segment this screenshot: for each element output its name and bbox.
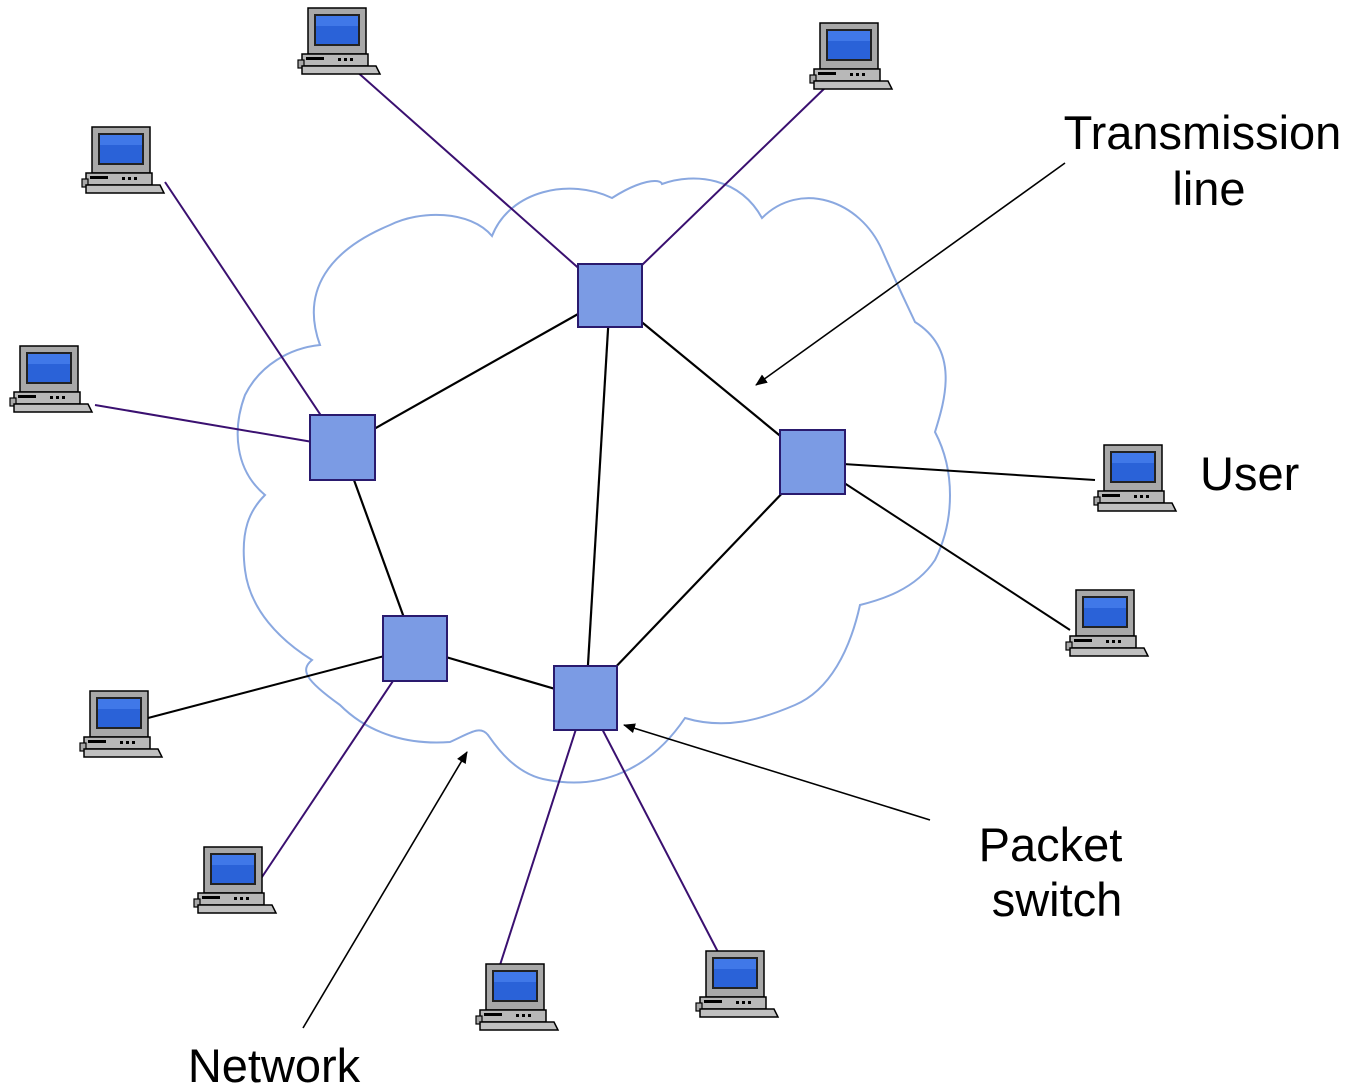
transmission-line-label: Transmission line [1064,106,1355,215]
user-computer-icon [193,846,277,914]
packet-switch-arrow [623,723,931,821]
user-computer-icon [1093,444,1177,512]
access-lines [94,69,1096,966]
callout-arrows [302,162,1066,1029]
transmission-line-arrow [755,162,1066,386]
network-label: Network [188,1039,361,1092]
user-computer-icon [809,22,893,90]
user-computer-icon [79,690,163,758]
switch-top [577,263,643,328]
user-computer-icon [81,126,165,194]
switch-bottom [553,665,618,731]
user-computer-icon [695,950,779,1018]
user-computer-icon [475,963,559,1031]
switch-bottom-left [382,615,448,682]
switch-left [309,414,376,481]
packet-switch-label: Packet switch [979,818,1136,926]
network-cloud [236,177,951,784]
switch-right [779,429,846,495]
network-arrow [302,751,468,1029]
user-computer-icon [9,345,93,413]
packet-switches [309,263,846,731]
user-computer-icon [297,7,381,75]
user-label: User [1200,447,1299,500]
user-computer-icon [1065,589,1149,657]
